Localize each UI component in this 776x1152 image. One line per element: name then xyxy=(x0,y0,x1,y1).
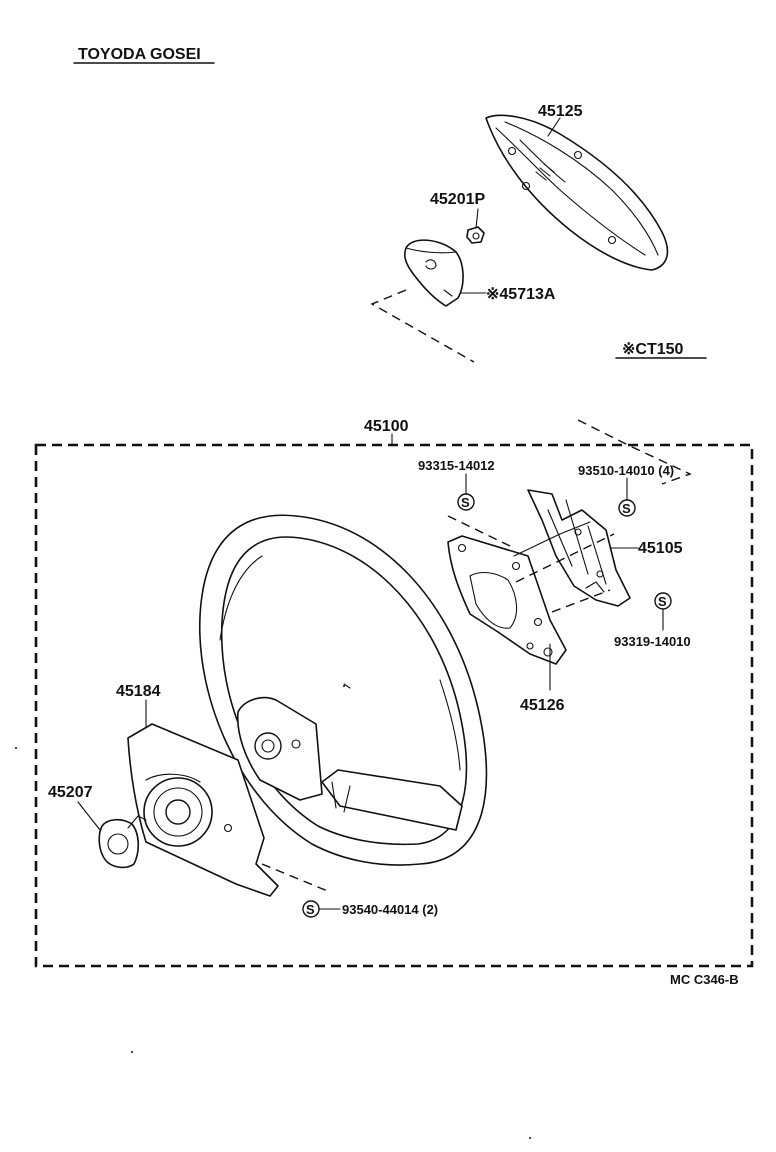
horn-pad-leader xyxy=(547,117,561,137)
model-note: ※CT150 xyxy=(615,341,707,359)
horn-button-dash-guide xyxy=(370,289,475,363)
part-label-45100: 45100 xyxy=(364,418,409,435)
contact-plate-drawing xyxy=(77,801,147,869)
part-label-93540-44014: 93540-44014 (2) xyxy=(342,902,438,917)
screw-symbol-d: S xyxy=(302,900,341,918)
steering-wheel-drawing xyxy=(198,514,488,866)
bracket-dash-guide-a xyxy=(447,515,511,547)
part-label-45105: 45105 xyxy=(638,540,683,557)
part-label-45184: 45184 xyxy=(116,683,161,700)
screw-mark-d: S xyxy=(306,902,315,917)
screw-symbol-c: S xyxy=(654,592,672,631)
part-label-45201P: 45201P xyxy=(430,191,485,208)
screw-mark-c: S xyxy=(658,594,667,609)
upper-dash-guide xyxy=(577,419,692,485)
horn-pad-drawing xyxy=(485,114,669,271)
screw-mark-a: S xyxy=(461,495,470,510)
contact-plate-leader xyxy=(77,801,101,831)
part-label-45126: 45126 xyxy=(520,697,565,714)
screw-symbol-b: S xyxy=(618,477,636,517)
part-label-45207: 45207 xyxy=(48,784,93,801)
part-label-93510-14010: 93510-14010 (4) xyxy=(578,463,674,478)
horn-contact-drawing xyxy=(513,489,639,607)
lower-screw-dash-guide xyxy=(261,863,331,893)
part-label-93319-14010: 93319-14010 xyxy=(614,634,691,649)
nut-leader xyxy=(475,208,479,229)
scan-specks xyxy=(15,685,531,1139)
screw-mark-b: S xyxy=(622,501,631,516)
part-label-93315-14012: 93315-14012 xyxy=(418,458,495,473)
part-label-45125: 45125 xyxy=(538,103,583,120)
part-label-45713A: ※45713A xyxy=(486,286,556,303)
diagram-code: MC C346-B xyxy=(670,972,739,987)
bracket-dash-guide-c xyxy=(551,589,611,613)
bracket-dash-guide-b xyxy=(515,533,615,583)
maker-header: TOYODA GOSEI xyxy=(73,46,215,64)
wheel-assy-boundary xyxy=(34,443,754,968)
model-note-label: ※CT150 xyxy=(622,341,684,358)
maker-label: TOYODA GOSEI xyxy=(78,46,201,63)
horn-button-drawing xyxy=(403,239,487,307)
nut-drawing xyxy=(466,208,485,244)
lower-cover-drawing xyxy=(127,699,279,897)
screw-symbol-a: S xyxy=(457,473,475,511)
bracket-drawing xyxy=(447,535,567,691)
